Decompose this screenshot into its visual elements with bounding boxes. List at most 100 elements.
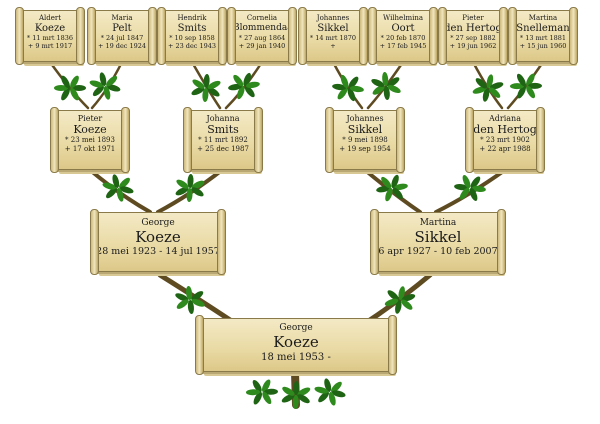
leaf	[393, 183, 408, 190]
leaf	[318, 391, 329, 403]
leaf	[106, 84, 121, 92]
leaf	[262, 391, 272, 405]
leaf	[237, 85, 245, 100]
given-name: Pieter	[462, 14, 484, 22]
birth-date: * 9 mei 1898	[342, 136, 388, 144]
leaf	[106, 75, 118, 87]
leaf	[387, 84, 401, 94]
leaf	[233, 74, 244, 87]
leaf	[54, 85, 68, 91]
person-martina-sikkel: Martina Sikkel 6 apr 1927 - 10 feb 2007	[370, 209, 506, 275]
leaf	[243, 72, 251, 87]
given-name: Wilhelmina	[383, 14, 423, 22]
leaf-cluster	[371, 72, 401, 100]
leaf-cluster	[102, 174, 134, 202]
leaf	[252, 379, 262, 393]
leaf	[119, 186, 134, 194]
leaf	[489, 87, 501, 98]
given-name: Johanna	[206, 114, 240, 123]
surname: den Hertog	[473, 123, 537, 136]
leaf	[384, 298, 399, 306]
birth-date: * 24 jul 1847	[100, 34, 144, 42]
birth-date: * 27 aug 1864	[238, 34, 286, 42]
surname: Smits	[177, 23, 207, 34]
birth-date: * 10 sep 1858	[169, 34, 215, 42]
leaf	[72, 85, 86, 91]
given-name: Adriana	[489, 114, 521, 123]
leaf	[469, 187, 478, 201]
leaf	[475, 78, 487, 89]
life-dates: 6 apr 1927 - 10 feb 2007	[378, 246, 498, 257]
leaf	[517, 85, 526, 99]
given-name: Martina	[528, 14, 558, 22]
surname: Oort	[391, 23, 415, 34]
person-martina-snelleman: Martina Snelleman * 13 mrt 1881 + 15 jun…	[508, 7, 578, 65]
leaf	[371, 78, 385, 88]
leaf-cluster	[246, 379, 278, 405]
leaf	[102, 182, 117, 190]
birth-date: * 13 mrt 1881	[519, 34, 567, 42]
leaf	[401, 299, 413, 310]
surname: Koeze	[34, 23, 66, 34]
leaf-cluster	[332, 74, 364, 102]
leaf	[175, 293, 189, 302]
leaf	[244, 85, 255, 98]
leaf-cluster	[376, 174, 408, 202]
leaf-cluster	[314, 378, 346, 406]
leaf	[186, 286, 193, 300]
leaf	[292, 395, 299, 409]
person-pieter-den-hertog: Pieter den Hertog * 27 sep 1882 + 19 jun…	[438, 7, 508, 65]
given-name: Aldert	[38, 14, 62, 22]
leaf-cluster	[472, 74, 504, 102]
leaf	[348, 76, 359, 89]
death-date: + 25 dec 1987	[197, 145, 249, 153]
leaf	[186, 188, 193, 202]
leaf-cluster	[89, 72, 121, 100]
life-dates: 18 mei 1953 -	[261, 352, 331, 363]
leaf-cluster	[175, 174, 205, 202]
leaf	[331, 381, 342, 393]
surname: Sikkel	[414, 228, 462, 246]
person-johanna-smits: Johanna Smits * 11 mrt 1892 + 25 dec 198…	[183, 107, 263, 173]
person-cornelia-blommendaal: Cornelia Blommendaal * 27 aug 1864 + 29 …	[227, 7, 297, 65]
leaf	[387, 77, 400, 87]
leaf	[472, 86, 487, 94]
leaf	[510, 83, 524, 90]
leaf	[401, 294, 416, 302]
person-johannes-sikkel: Johannes Sikkel * 9 mei 1898 + 19 sep 19…	[325, 107, 405, 173]
person-pieter-koeze: Pieter Koeze * 23 mei 1893 + 17 okt 1971	[50, 107, 130, 173]
leaf	[253, 391, 263, 405]
leaf	[175, 187, 189, 196]
leaf	[61, 75, 70, 89]
surname: Blommendaal	[233, 23, 296, 33]
person-aldert-koeze: Aldert Koeze * 11 mrt 1836 + 9 mrt 1917	[15, 7, 85, 65]
birth-date: * 27 sep 1882	[450, 34, 496, 42]
leaf	[103, 85, 111, 100]
person-george-koeze-root: George Koeze 18 mei 1953 -	[195, 315, 397, 375]
leaf	[372, 85, 385, 95]
surname: Koeze	[73, 123, 107, 136]
leaf	[376, 186, 391, 193]
leaf	[383, 86, 390, 100]
leaf	[489, 82, 504, 90]
leaf	[482, 87, 490, 102]
given-name: Maria	[111, 14, 133, 22]
given-name: Johannes	[346, 114, 384, 123]
leaf	[462, 175, 471, 189]
death-date: + 23 dec 1943	[167, 42, 217, 50]
leaf	[187, 300, 194, 314]
leaf	[526, 85, 536, 99]
leaf	[328, 391, 336, 406]
leaf	[191, 180, 205, 189]
surname: Koeze	[135, 228, 181, 246]
surname: Snelleman	[516, 23, 570, 34]
given-name: George	[279, 323, 313, 333]
leaf	[61, 87, 70, 101]
leaf-cluster	[384, 286, 416, 314]
leaf	[89, 80, 104, 88]
leaf	[293, 381, 300, 395]
given-name: Pieter	[77, 114, 103, 123]
leaf	[92, 85, 104, 97]
leaf	[70, 87, 79, 101]
birth-date: * 11 mrt 1836	[26, 34, 74, 42]
